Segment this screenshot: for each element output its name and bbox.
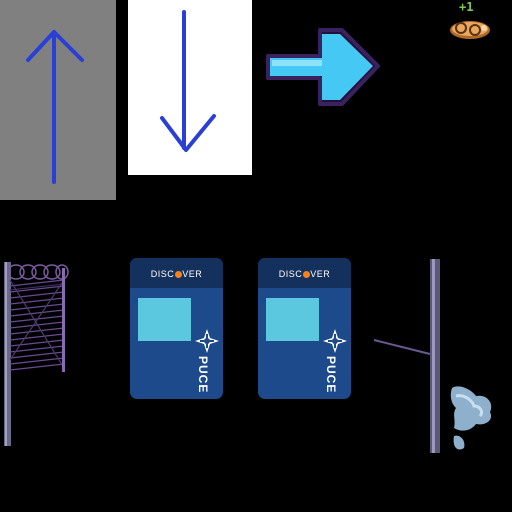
card-vertical-label: PUCE (324, 356, 338, 394)
arrow-right-icon (266, 28, 380, 106)
up-arrow-tile[interactable] (0, 0, 116, 200)
barbed-wire-pole (0, 250, 72, 450)
pole-with-blob (370, 256, 500, 456)
brand-dot-icon (174, 270, 182, 278)
blob-creature (450, 386, 492, 450)
compass-emblem-icon (323, 329, 347, 353)
down-arrow-tile[interactable] (128, 0, 252, 175)
card-vertical-label: PUCE (196, 356, 210, 394)
score-delta: +1 (459, 0, 474, 14)
card-chip (138, 298, 191, 341)
arrow-up-icon (26, 30, 84, 184)
coin-icon (448, 16, 492, 42)
compass-emblem-icon (195, 329, 219, 353)
brand-dot-icon (302, 270, 310, 278)
card-chip (266, 298, 319, 341)
right-arrow-button[interactable] (258, 20, 384, 112)
arrow-down-icon (160, 10, 216, 152)
